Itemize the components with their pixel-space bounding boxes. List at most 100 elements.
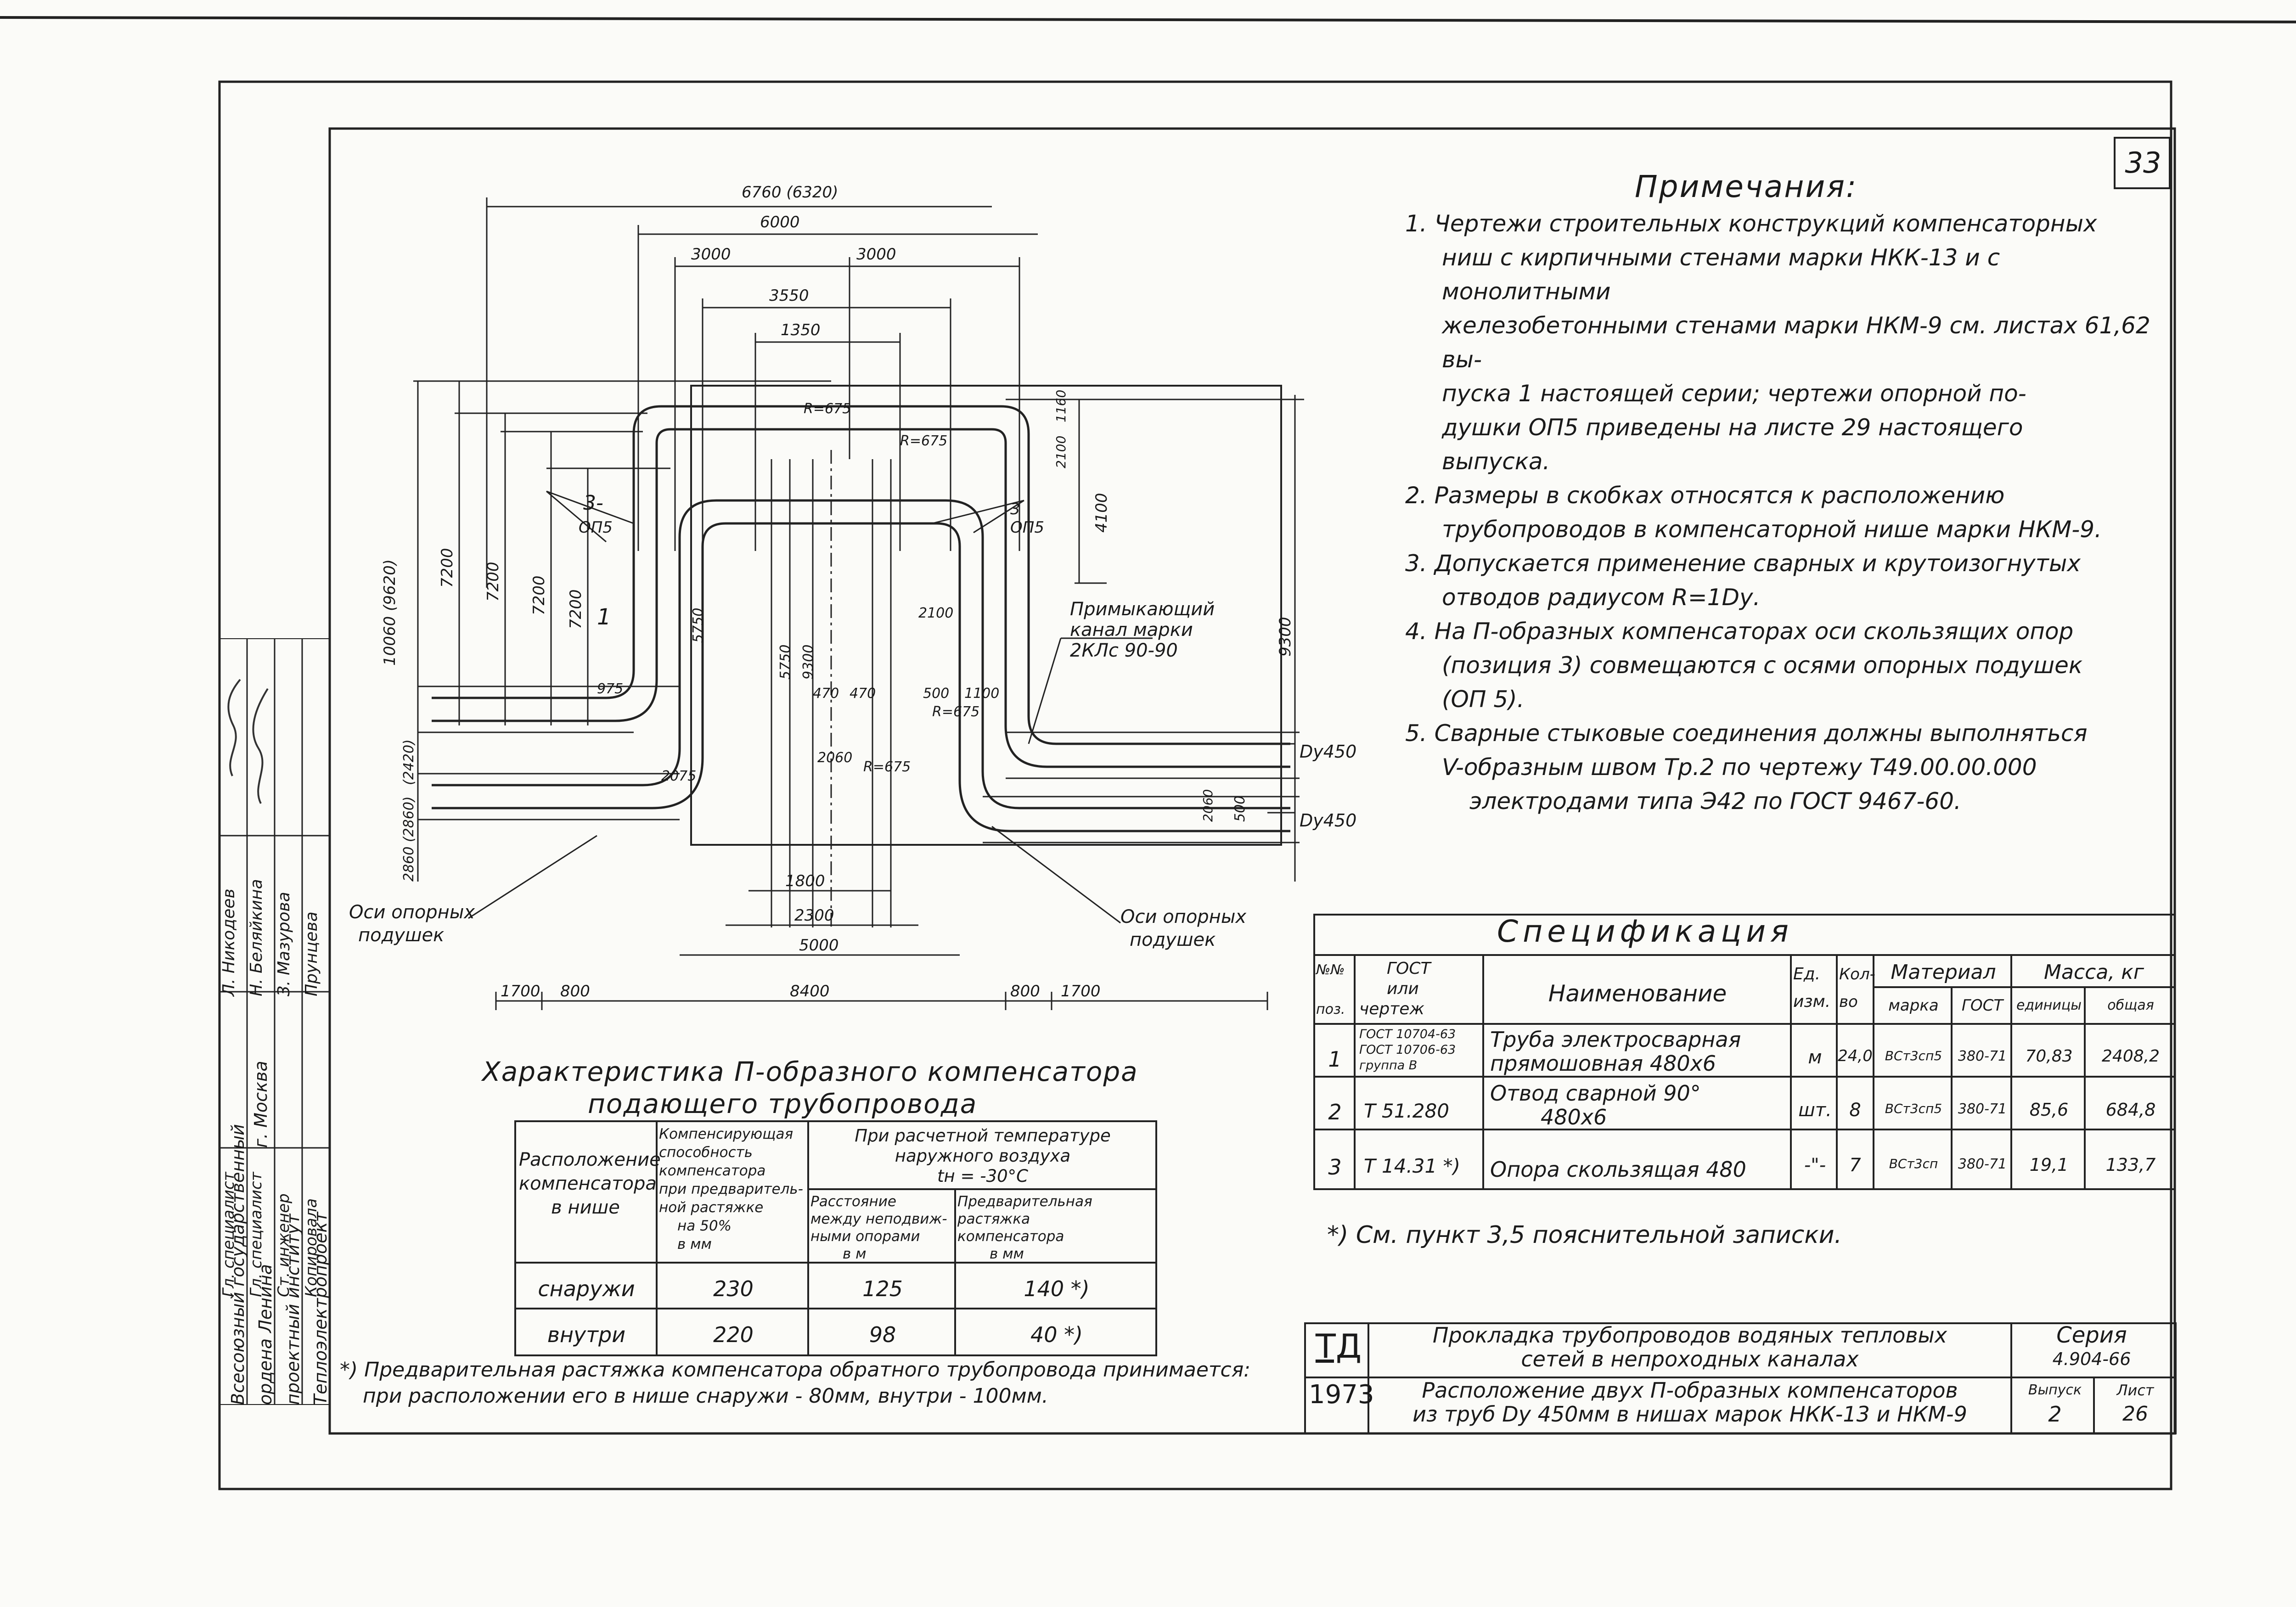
- dim-bottom-1700b: 1700: [1061, 982, 1101, 1000]
- label-axes-left-1: Оси опорных: [349, 902, 475, 923]
- title-block-sheet: Лист 26: [2116, 1382, 2154, 1426]
- spec-head-mass-unit: единицы: [2016, 997, 2082, 1013]
- notes-title: Примечания:: [1635, 169, 1858, 204]
- dim-r-2: R=675: [900, 433, 947, 449]
- note-line: 5. Сварные стыковые соединения должны вы…: [1405, 720, 2088, 747]
- char-table-title-1: Характеристика П-образного компенсатора: [482, 1056, 1138, 1087]
- note-line: пуска 1 настоящей серии; чертежи опорной…: [1442, 380, 2026, 407]
- spec-row2-pos: 2: [1328, 1100, 1342, 1124]
- note-line: 3. Допускается применение сварных и крут…: [1405, 550, 2081, 577]
- side-stamp-name-2: Н. Беляйкина: [247, 879, 266, 996]
- label-channel-3: 2КЛс 90-90: [1070, 640, 1178, 661]
- label-dy-bottom: Dу450: [1300, 810, 1356, 831]
- dim-2100: 2100: [918, 605, 953, 621]
- spec-row1-mgost: 380-71: [1958, 1048, 2007, 1064]
- note-line: отводов радиусом R=1Dу.: [1442, 584, 1761, 611]
- dim-top-4: 3000: [856, 245, 896, 264]
- compensator-plan-drawing: 6760 (6320) 6000 3000 3000 3550 1350 R=6…: [349, 183, 1356, 1010]
- dim-1100: 470: [850, 686, 876, 702]
- note-line: выпуска.: [1442, 448, 1550, 475]
- spec-row1-gost: ГОСТ 10704-63 ГОСТ 10706-63 группа В: [1359, 1027, 1456, 1073]
- dim-top-6: 1350: [781, 321, 821, 339]
- dim-right-9300: 9300: [1276, 617, 1294, 657]
- char-row1-col3: 125: [862, 1276, 903, 1301]
- dim-left-2420: (2420): [401, 739, 417, 785]
- note-line: (ОП 5).: [1442, 686, 1525, 713]
- dim-bottom-8400: 8400: [790, 982, 830, 1000]
- title-block-issue: Выпуск 2: [2028, 1382, 2082, 1427]
- char-table-grid: [514, 1120, 1157, 1356]
- dim-right-4100: 4100: [1092, 493, 1111, 533]
- spec-head-mass-total: общая: [2107, 997, 2154, 1013]
- side-stamp-role-1: Гл. специалист: [219, 1172, 238, 1297]
- dim-left-7200d: 7200: [567, 589, 585, 629]
- char-row1-col4: 140 *): [1024, 1276, 1090, 1301]
- label-dy-top: Dу450: [1300, 742, 1356, 762]
- title-block-td: ТД: [1315, 1327, 1362, 1365]
- dim-500a: 470: [813, 686, 839, 702]
- spec-row1-unit: м: [1808, 1047, 1822, 1068]
- label-op5-left: ОП5: [579, 518, 613, 537]
- spec-head-mass: Масса, кг: [2044, 961, 2144, 984]
- dim-top-3: 3000: [691, 245, 731, 264]
- note-line: душки ОП5 приведены на листе 29 настояще…: [1442, 414, 2023, 441]
- title-block-year: 1973: [1309, 1380, 1374, 1410]
- dim-top-1: 6760 (6320): [742, 183, 838, 202]
- dim-r-4: R=675: [863, 759, 911, 775]
- dim-bottom-2300: 2300: [794, 906, 834, 925]
- label-axes-right-2: подушек: [1130, 929, 1216, 950]
- spec-row3-name: Опора скользящая 480: [1490, 1157, 1746, 1182]
- spec-footnote: *) См. пункт 3,5 пояснительной записки.: [1327, 1221, 1842, 1249]
- char-head-col2: Компенсирующая способность компенсатора …: [659, 1126, 803, 1253]
- char-footnote-2: при расположении его в нише снаружи - 80…: [363, 1384, 1048, 1408]
- spec-row3-grade: ВСт3сп: [1889, 1156, 1938, 1171]
- note-line: ниш с кирпичными стенами марки НКК-13 и …: [1442, 244, 2000, 305]
- side-stamp-name-3: З. Мазурова: [275, 892, 293, 996]
- char-head-col3: Расстояние между неподвиж- ными опорами …: [810, 1193, 947, 1262]
- char-row2-col4: 40 *): [1030, 1322, 1083, 1347]
- title-block-title: Прокладка трубопроводов водяных тепловых…: [1432, 1323, 1947, 1371]
- side-stamp-city: г. Москва: [251, 1061, 271, 1148]
- spec-row3-gost: Т 14.31 *): [1364, 1155, 1460, 1177]
- dim-1200: 1100: [964, 686, 999, 702]
- dim-2100-right: 2100: [1053, 436, 1069, 468]
- title-block-series: Серия 4.904-66: [2052, 1322, 2131, 1369]
- note-line: (позиция 3) совмещаются с осями опорных …: [1442, 652, 2083, 679]
- side-stamp-name-4: Прунцева: [302, 911, 321, 996]
- label-op5-right: ОП5: [1010, 518, 1044, 537]
- char-row2-col2: 220: [713, 1322, 754, 1347]
- spec-head-qty: Кол- во: [1839, 965, 1875, 1011]
- spec-row1-pos: 1: [1328, 1047, 1342, 1072]
- spec-row3-total: 133,7: [2105, 1155, 2156, 1175]
- dim-bottom-5000: 5000: [799, 936, 839, 955]
- spec-row2-unit-mass: 85,6: [2029, 1100, 2069, 1120]
- spec-row3-unit: -"-: [1804, 1155, 1826, 1176]
- label-axes-left-2: подушек: [358, 925, 444, 946]
- spec-row2-name: Отвод сварной 90° 480х6: [1490, 1081, 1701, 1129]
- note-line: трубопроводов в компенсаторной нише марк…: [1442, 516, 2102, 543]
- dim-1160-right: 1160: [1053, 390, 1069, 422]
- spec-table-grid: [1313, 914, 2176, 1190]
- dim-500b: 500: [923, 686, 949, 702]
- note-line: 4. На П-образных компенсаторах оси сколь…: [1405, 618, 2074, 645]
- spec-row1-unit-mass: 70,83: [2025, 1047, 2073, 1066]
- dim-bottom-800b: 800: [1010, 982, 1040, 1000]
- spec-head-mat-grade: марка: [1888, 996, 1939, 1015]
- label-channel-1: Примыкающий: [1070, 599, 1215, 620]
- spec-head-pos: №№ поз.: [1316, 962, 1345, 1017]
- spec-head-material: Материал: [1891, 961, 1996, 984]
- dim-left-7200a: 7200: [438, 548, 456, 588]
- side-stamp-role-2: Гл. специалист: [247, 1172, 265, 1297]
- notes-block: 1. Чертежи строительных конструкций комп…: [1405, 207, 2167, 818]
- char-head-col34: При расчетной температуре наружного возд…: [855, 1126, 1111, 1186]
- dim-5750b: 5750: [777, 645, 793, 680]
- spec-row2-gost: Т 51.280: [1364, 1100, 1449, 1122]
- dim-top-5: 3550: [769, 287, 809, 305]
- spec-row3-mgost: 380-71: [1958, 1156, 2007, 1172]
- dim-bottom-1700a: 1700: [501, 982, 540, 1000]
- dim-r-3: R=675: [932, 704, 979, 720]
- dim-right-1160: 2060: [1200, 789, 1216, 822]
- char-row2-col1: внутри: [547, 1322, 626, 1347]
- dim-top-2: 6000: [760, 213, 800, 231]
